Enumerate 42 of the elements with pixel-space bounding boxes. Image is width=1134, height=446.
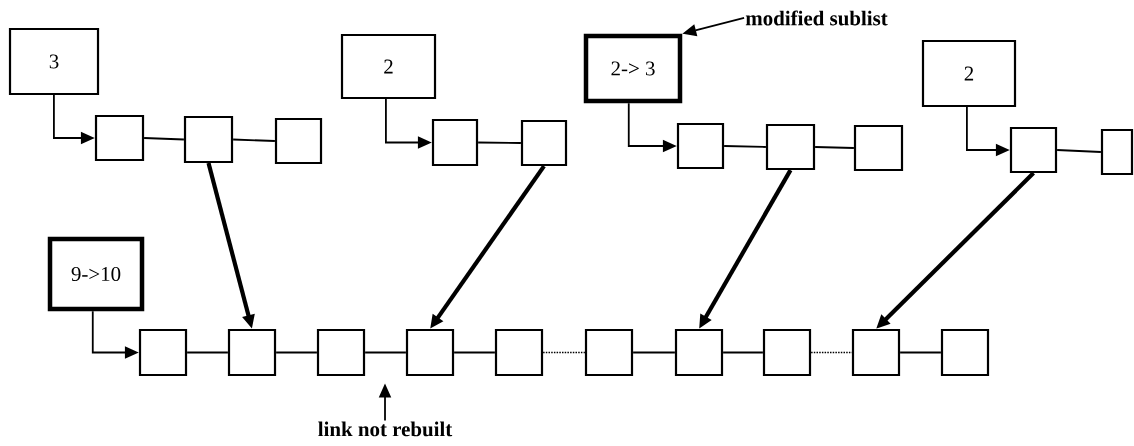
header-box: 2 [340, 33, 437, 100]
link-line [1056, 149, 1102, 153]
list-cell [853, 124, 904, 172]
list-cell [494, 328, 544, 377]
list-cell [274, 117, 323, 165]
list-cell [431, 118, 479, 167]
link-line [723, 145, 767, 148]
list-cell [227, 328, 277, 377]
link-line [814, 146, 855, 149]
note-text: modified sublist [745, 10, 888, 26]
list-cell [94, 114, 145, 162]
link-line [810, 351, 853, 354]
list-cell [584, 328, 634, 377]
link-line [632, 351, 676, 354]
header-box: 2 [921, 39, 1017, 108]
link-line [477, 141, 522, 144]
link-line [143, 137, 185, 141]
link-line [542, 351, 586, 354]
list-cell [765, 123, 816, 171]
list-cell [851, 328, 901, 377]
list-cell [138, 328, 188, 377]
list-cell [676, 122, 725, 170]
link-line [364, 351, 407, 354]
list-cell [1009, 126, 1058, 174]
link-line [186, 351, 229, 354]
list-cell [405, 328, 455, 377]
list-cell [940, 328, 990, 377]
list-cell [183, 115, 234, 164]
note-text: link not rebuilt [318, 421, 453, 437]
list-cell [1100, 128, 1134, 176]
header-box: 2-> 3 [583, 33, 683, 104]
link-line [275, 351, 318, 354]
list-cell [520, 119, 568, 167]
link-line [722, 351, 764, 354]
header-box: 9->10 [47, 236, 145, 312]
list-cell [316, 328, 366, 377]
link-line [899, 351, 942, 354]
header-box: 3 [8, 27, 100, 96]
list-cell [674, 328, 724, 377]
link-line [232, 138, 276, 142]
list-cell [762, 328, 812, 377]
link-line [453, 351, 496, 354]
